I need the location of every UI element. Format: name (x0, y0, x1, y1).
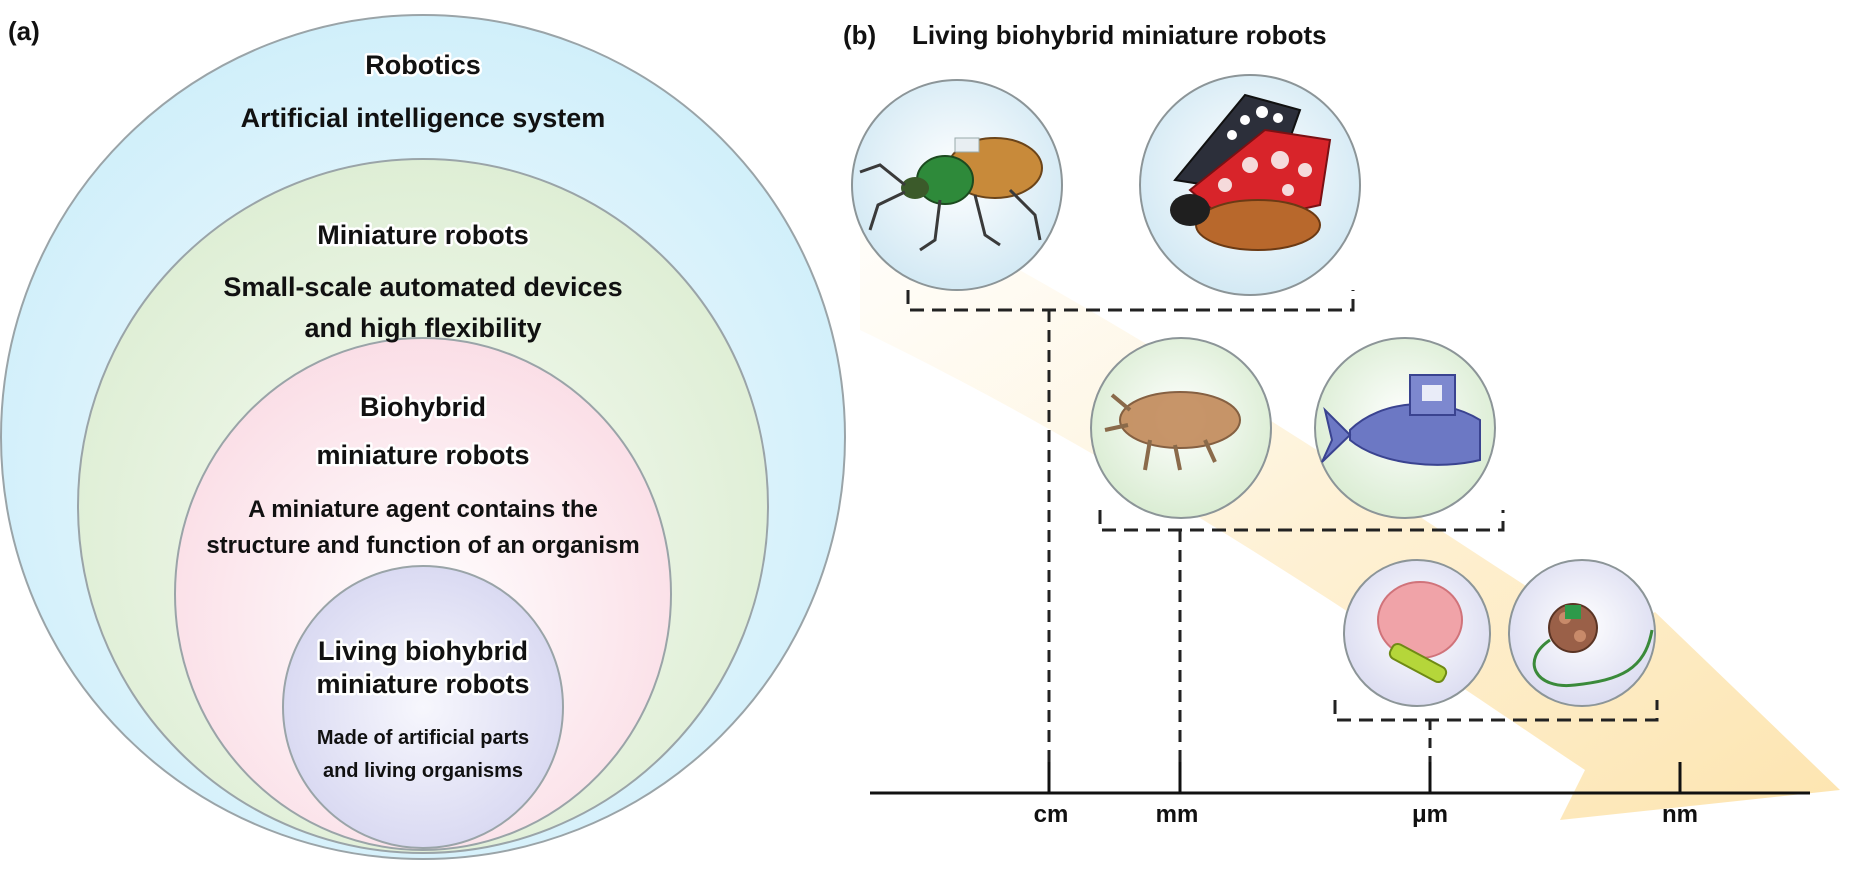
um-bracket (1333, 700, 1659, 722)
biohybrid-description-line2: structure and function of an organism (206, 532, 639, 559)
miniature-description-line2: and high flexibility (304, 313, 541, 343)
cm-bracket (906, 290, 1355, 312)
panel-a: (a) Robotics Artificial intelligence sys… (0, 14, 846, 860)
fish-illustration (1321, 374, 1481, 466)
biohybrid-title-line2: miniature robots (316, 440, 529, 470)
bacteria-robot-bubble (1508, 559, 1656, 707)
robotics-title: Robotics (365, 50, 481, 80)
living-title-line2: miniature robots (316, 669, 529, 699)
biohybrid-title-line1: Biohybrid (360, 392, 486, 422)
living-title-line1: Living biohybrid (318, 636, 528, 666)
living-description-line1: Made of artificial parts (317, 727, 529, 749)
beetle-illustration (859, 137, 1043, 252)
panel-b: (b) Living biohybrid miniature robots (843, 20, 1840, 828)
size-decrease-arrow (860, 185, 1840, 820)
worm-illustration (1104, 391, 1241, 471)
mm-label: mm (1156, 801, 1199, 828)
fish-robot-bubble (1314, 337, 1496, 519)
miniature-description-line1: Small-scale automated devices (223, 272, 622, 302)
living-description-line2: and living organisms (323, 760, 523, 782)
panel-b-label: (b) (843, 20, 876, 50)
robotics-description: Artificial intelligence system (241, 103, 606, 133)
cell-robot-bubble (1343, 559, 1491, 707)
panel-a-label: (a) (8, 16, 40, 46)
worm-robot-bubble (1090, 337, 1272, 519)
nm-label: nm (1662, 801, 1698, 828)
cm-label: cm (1034, 801, 1069, 828)
cell-illustration (1377, 581, 1463, 684)
bacteria-illustration (1532, 603, 1654, 688)
panel-b-title: Living biohybrid miniature robots (912, 20, 1327, 50)
miniature-robots-title: Miniature robots (317, 220, 529, 250)
cockroach-robot-bubble (1139, 74, 1361, 296)
mm-bracket (1098, 510, 1505, 532)
biohybrid-description-line1: A miniature agent contains the (248, 496, 598, 523)
um-label: μm (1412, 801, 1448, 828)
cockroach-illustration (1170, 93, 1332, 251)
living-biohybrid-circle (282, 565, 564, 849)
beetle-robot-bubble (851, 79, 1063, 291)
